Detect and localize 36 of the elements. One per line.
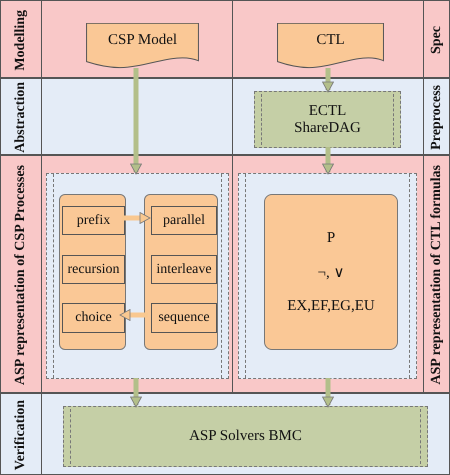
lane-label: Preprocess — [429, 85, 445, 150]
process-box: choice — [62, 303, 125, 333]
lane-band — [0, 155, 450, 393]
arrow — [322, 147, 334, 174]
lane-label: Verification — [13, 400, 29, 470]
lane-label: ASP representation of CSP Processes — [13, 165, 29, 386]
arrow — [322, 68, 334, 92]
document-shape: CTL — [277, 23, 384, 69]
container-box — [46, 173, 229, 379]
formula-text: ¬, ∨ — [318, 264, 344, 282]
process-box: recursion — [62, 255, 125, 284]
lane-label: Abstraction — [13, 82, 29, 153]
process-box: parallel — [151, 206, 217, 235]
formula-text: EX,EF,EG,EU — [287, 298, 375, 314]
group-panel — [144, 194, 218, 350]
group-panel — [59, 194, 126, 350]
arrow — [122, 212, 150, 224]
arrow — [120, 309, 148, 321]
lane-label: Spec — [429, 26, 445, 54]
lane-band — [0, 393, 450, 475]
process-box: ECTL ShareDAG — [254, 91, 401, 148]
document-shape: CSP Model — [86, 23, 199, 69]
process-box: sequence — [151, 303, 217, 333]
process-box: prefix — [62, 206, 125, 235]
lane-label: ASP representation of CTL formulas — [429, 165, 445, 385]
lane-band — [0, 78, 450, 155]
process-box — [264, 194, 398, 350]
lane-label: Modelling — [13, 10, 29, 70]
formula-text: P — [326, 230, 336, 246]
lane-band — [0, 0, 450, 78]
arrow — [322, 378, 334, 408]
arrow — [130, 68, 142, 174]
process-box: interleave — [151, 255, 217, 284]
container-box — [238, 173, 417, 379]
process-box: ASP Solvers BMC — [63, 406, 428, 467]
arrow — [130, 378, 142, 408]
